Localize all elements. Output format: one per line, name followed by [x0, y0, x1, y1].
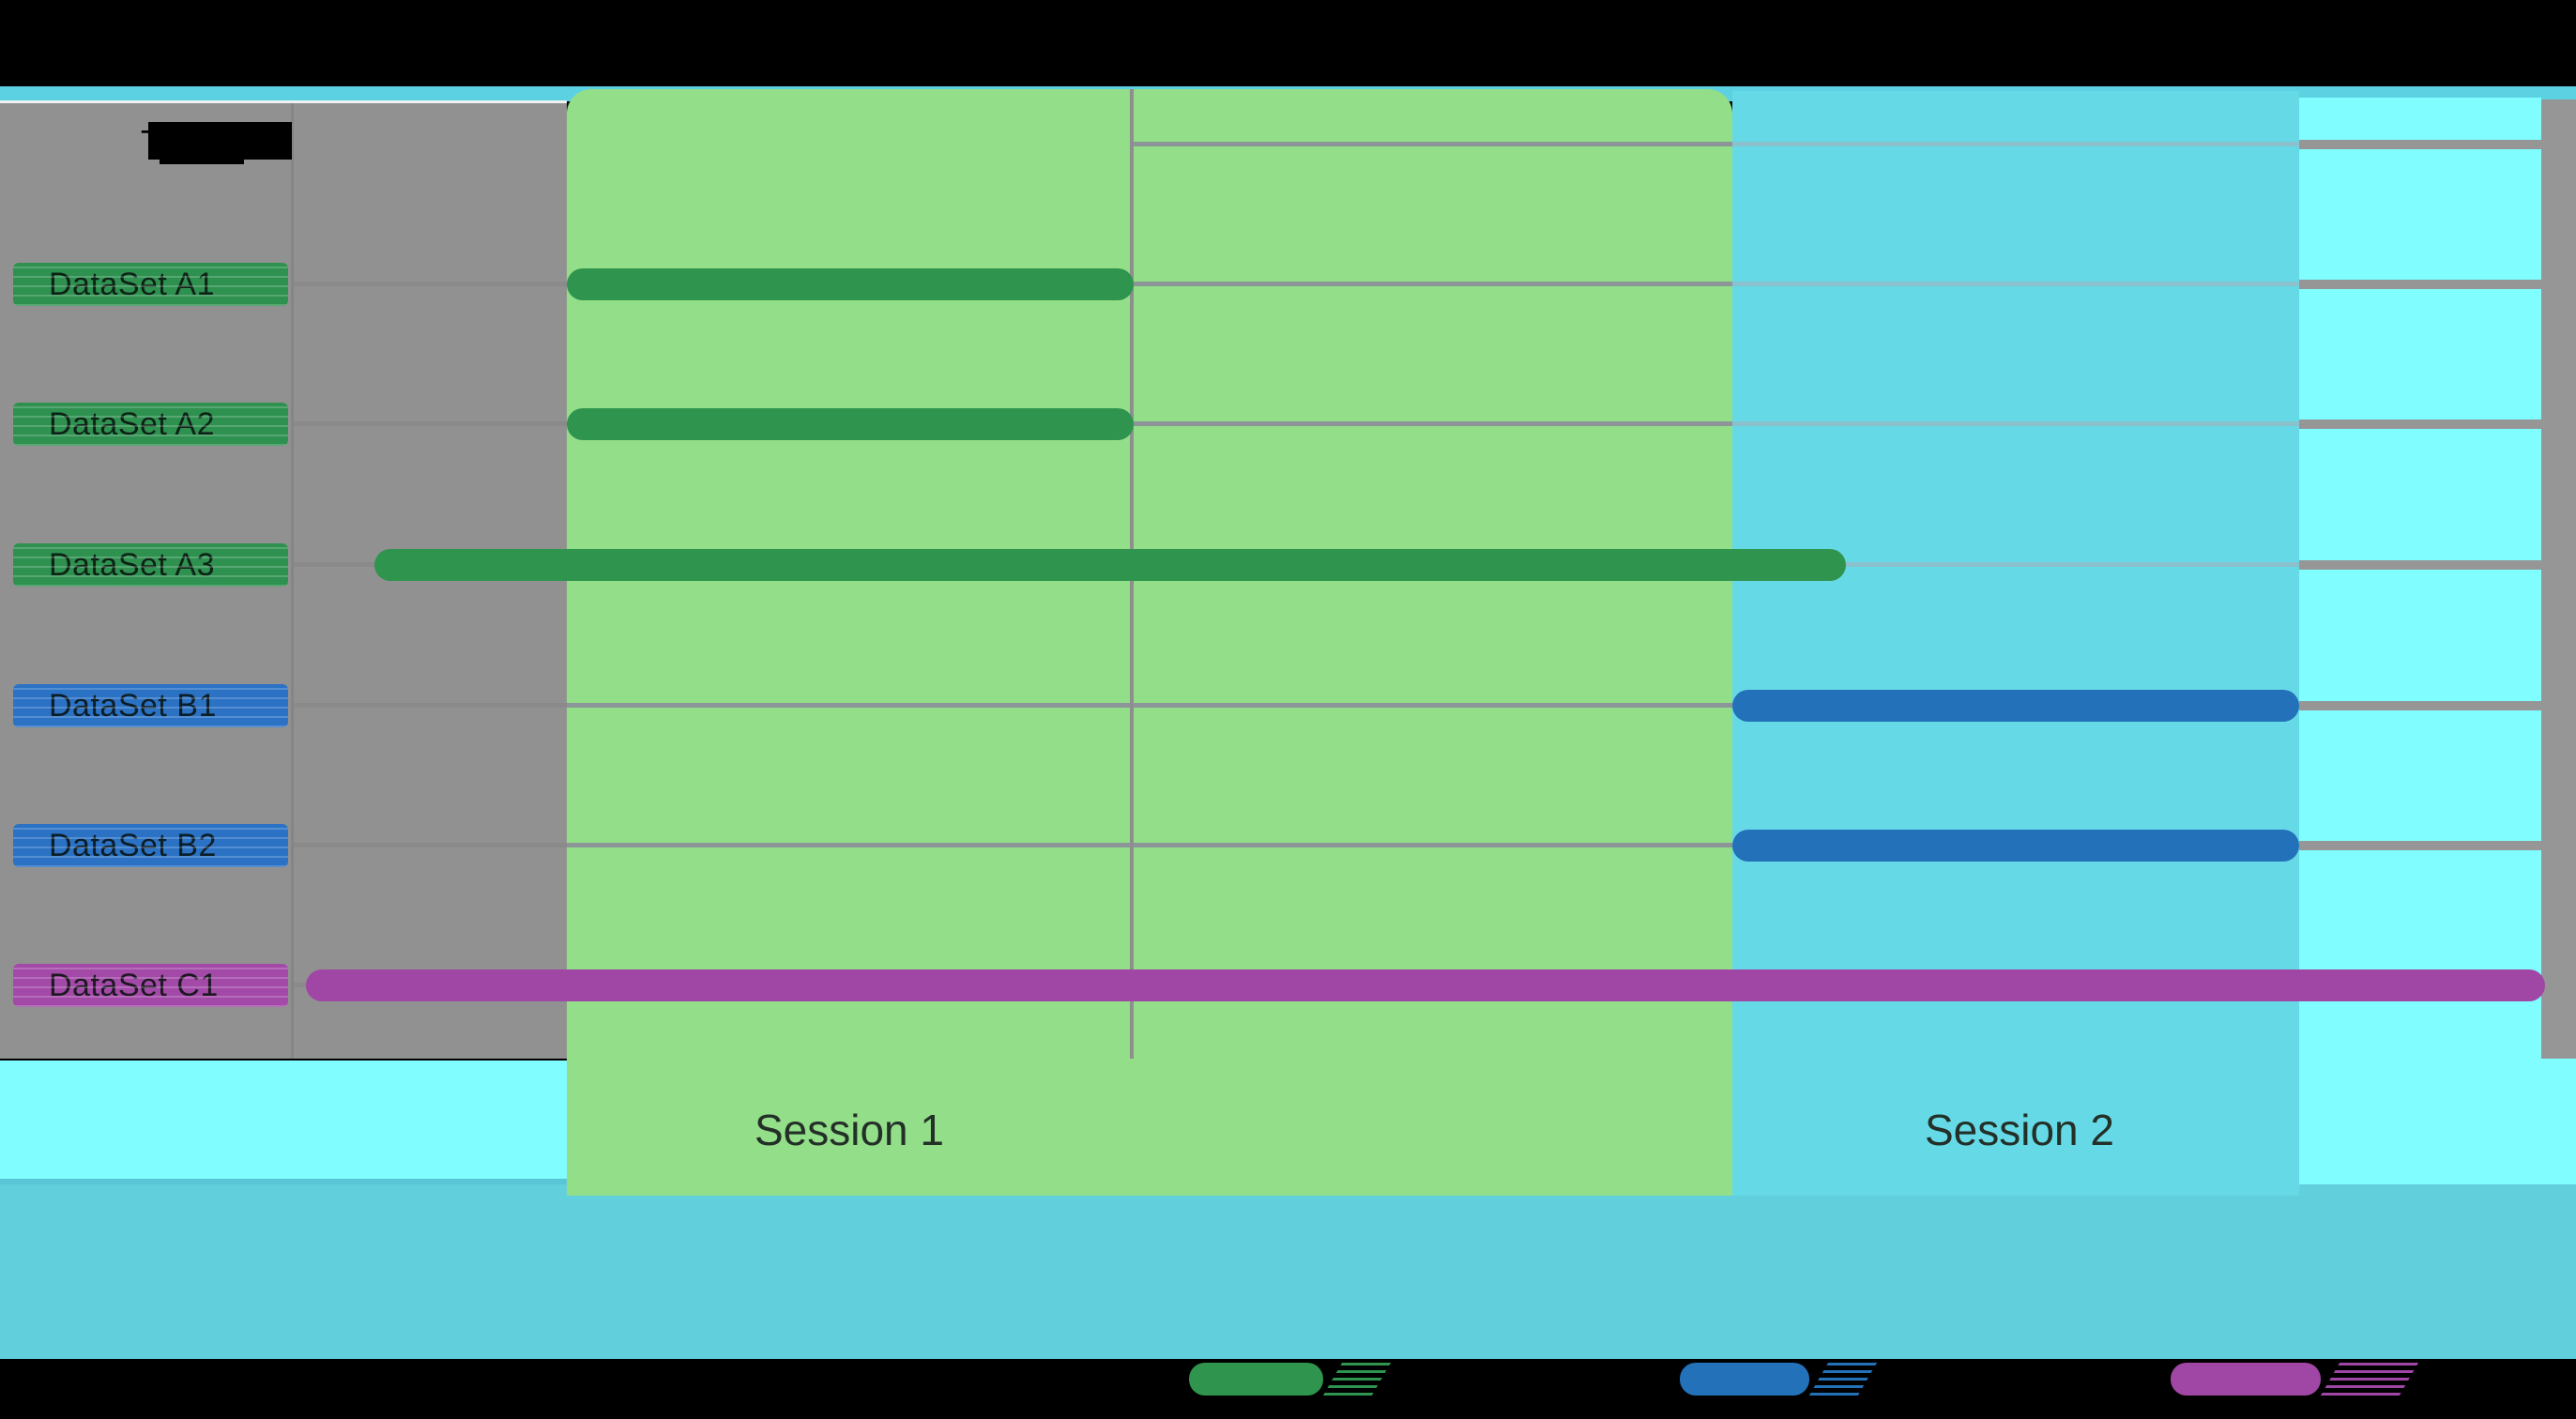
bottom-left-cyan-band [0, 1060, 567, 1184]
right-panel-block [2299, 990, 2541, 1059]
label-column-divider [291, 103, 294, 1059]
gridline [294, 421, 567, 426]
row-label-pill: DataSet A3 [13, 543, 288, 587]
gridline [567, 282, 1732, 286]
header-redaction-box [148, 122, 292, 160]
gridline [294, 282, 567, 286]
gridline [567, 421, 1732, 426]
gridline [567, 843, 1732, 847]
right-gray-strip [2541, 99, 2576, 1059]
right-panel-block [2299, 289, 2541, 420]
gridline [567, 703, 1732, 708]
right-panel-block [2299, 850, 2541, 981]
session1-label: Session 1 [754, 1106, 945, 1154]
row-label-pill: DataSet C1 [13, 964, 288, 1007]
legend-slash-1 [1808, 1363, 1878, 1396]
gridline [294, 703, 567, 708]
gridline [294, 843, 567, 847]
gridline [1732, 142, 2299, 146]
right-panel-block [2299, 570, 2541, 701]
bottom-cyan-band [0, 1184, 2576, 1359]
gridline [1732, 421, 2299, 426]
legend-marker-2 [2171, 1363, 2321, 1396]
legend-slash-2 [2320, 1363, 2419, 1396]
gantt-bar [567, 268, 1134, 300]
legend-slash-0 [1322, 1363, 1392, 1396]
right-panel-block [2299, 149, 2541, 280]
bottom-right-cyan-band [2299, 1059, 2576, 1184]
gantt-bar [1732, 690, 2299, 722]
right-panel-block [2299, 710, 2541, 841]
legend-marker-1 [1680, 1363, 1809, 1396]
row-label-pill: DataSet B2 [13, 824, 288, 867]
right-panel-block [2299, 429, 2541, 560]
row-label-pill: DataSet A2 [13, 403, 288, 446]
session2-region [1732, 91, 2299, 1196]
row-label-pill: DataSet B1 [13, 684, 288, 727]
header-redaction-box [160, 158, 244, 164]
gantt-bar [374, 549, 1846, 581]
gridline [1732, 562, 2299, 567]
legend-marker-0 [1189, 1363, 1323, 1396]
right-panel-block [2299, 98, 2541, 140]
top-black-bar [0, 0, 2576, 88]
row-label-pill: DataSet A1 [13, 263, 288, 306]
top-white-line [0, 100, 567, 103]
session2-label: Session 2 [1924, 1106, 2115, 1154]
gantt-bar [1732, 830, 2299, 862]
gantt-bar [306, 969, 2545, 1001]
gridline [1732, 282, 2299, 286]
gantt-bar [567, 408, 1134, 440]
gridline [1134, 142, 1732, 146]
